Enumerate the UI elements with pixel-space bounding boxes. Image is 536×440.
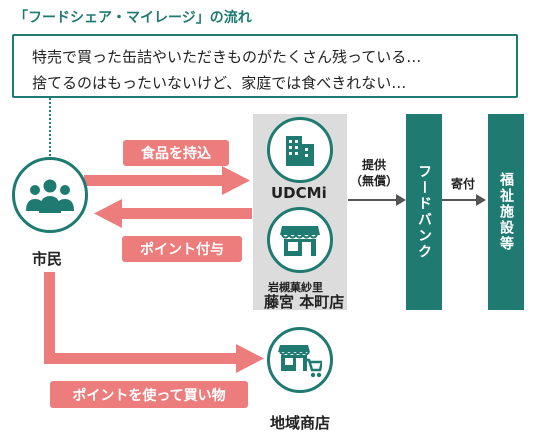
arrow-use-points: [44, 272, 264, 373]
udcmi-label: UDCMi: [271, 184, 327, 202]
welfare-label: 福祉施設等: [498, 172, 514, 252]
quote-line-2: 捨てるのはもったいないけど、家庭では食べきれない…: [32, 74, 407, 92]
store-name-label: 藤宮 本町店: [264, 293, 345, 311]
arrow-provide: [348, 194, 406, 206]
udcmi-circle: [267, 117, 333, 183]
food-bank-label: フードバンク: [416, 164, 432, 260]
dotted-connector: [49, 98, 51, 160]
people-icon: [26, 179, 74, 213]
arrow-give-points: [94, 199, 252, 228]
building-icon: [286, 136, 314, 166]
shop-icon: [280, 226, 320, 256]
give-points-tag: ポイント付与: [122, 236, 242, 262]
provide-label-line1: 提供: [361, 158, 386, 172]
arrow-bring-food: [84, 166, 250, 195]
donate-label: 寄付: [450, 177, 475, 191]
local-shop-label: 地域商店: [270, 414, 331, 432]
quote-box: 特売で買った缶詰やいただきものがたくさん残っている… 捨てるのはもったいないけど…: [12, 34, 518, 98]
use-points-tag: ポイントを使って買い物: [50, 381, 248, 408]
store-small-label: 岩槻菓紗里: [268, 281, 323, 294]
citizen-label: 市民: [32, 250, 63, 268]
welfare-box: 福祉施設等: [488, 114, 524, 310]
bring-food-tag: 食品を持込: [123, 140, 229, 166]
diagram-title: 「フードシェア・マイレージ」の流れ: [14, 10, 252, 26]
quote-line-1: 特売で買った缶詰やいただきものがたくさん残っている…: [32, 48, 422, 66]
store-circle: [267, 207, 333, 273]
food-bank-box: フードバンク: [406, 114, 442, 310]
citizen-circle: [12, 157, 88, 233]
arrow-donate: [442, 194, 486, 206]
local-shop-circle: [267, 327, 333, 393]
shop-cart-icon: [278, 345, 322, 378]
provide-label: 提供 （無償）: [350, 157, 398, 189]
provide-label-line2: （無償）: [350, 174, 399, 188]
